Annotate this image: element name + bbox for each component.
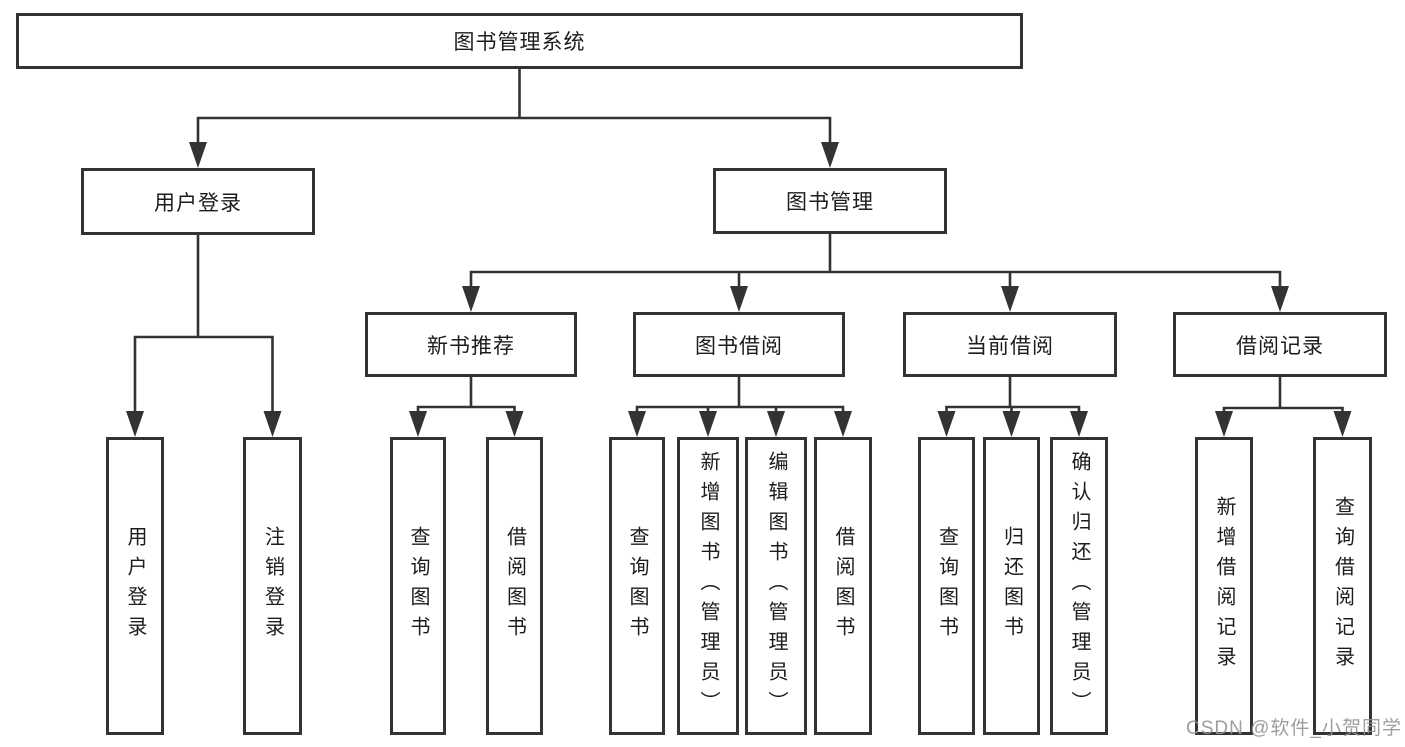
node-library-management-system: 图书管理系统 [16,13,1023,69]
leaf-label: 查询借阅记录 [1331,496,1354,676]
leaf-label: 借阅图书 [503,526,526,646]
leaf-borrow-books-2: 借阅图书 [814,437,872,735]
node-current-borrowing: 当前借阅 [903,312,1117,377]
leaf-label: 查询图书 [935,526,958,646]
leaf-confirm-return-admin: 确认归还（管理员） [1050,437,1108,735]
leaf-label: 新增借阅记录 [1213,496,1235,676]
node-book-borrowing: 图书借阅 [633,312,845,377]
leaf-query-borrow-record: 查询借阅记录 [1313,437,1372,735]
leaf-label: 注销登录 [261,526,284,646]
node-borrowing-records: 借阅记录 [1173,312,1387,377]
leaf-label: 新增图书（管理员） [697,451,719,721]
leaf-label: 归还图书 [1000,526,1023,646]
node-new-book-recommendation: 新书推荐 [365,312,577,377]
node-book-management-branch: 图书管理 [713,168,947,234]
leaf-logout: 注销登录 [243,437,302,735]
leaf-label: 查询图书 [407,526,429,646]
node-user-login-branch: 用户登录 [81,168,315,235]
leaf-label: 用户登录 [124,526,146,646]
leaf-user-login: 用户登录 [106,437,164,735]
leaf-label: 借阅图书 [832,526,854,646]
leaf-label: 编辑图书（管理员） [765,451,787,721]
leaf-edit-books-admin: 编辑图书（管理员） [745,437,807,735]
leaf-borrow-books-1: 借阅图书 [486,437,543,735]
leaf-return-books: 归还图书 [983,437,1040,735]
leaf-label: 查询图书 [626,526,648,646]
leaf-add-borrow-record: 新增借阅记录 [1195,437,1253,735]
leaf-query-books-3: 查询图书 [918,437,975,735]
leaf-query-books-2: 查询图书 [609,437,665,735]
leaf-query-books-1: 查询图书 [390,437,446,735]
leaf-add-books-admin: 新增图书（管理员） [677,437,739,735]
leaf-label: 确认归还（管理员） [1068,451,1090,721]
csdn-watermark: CSDN @软件_小贺同学 [1186,718,1402,739]
